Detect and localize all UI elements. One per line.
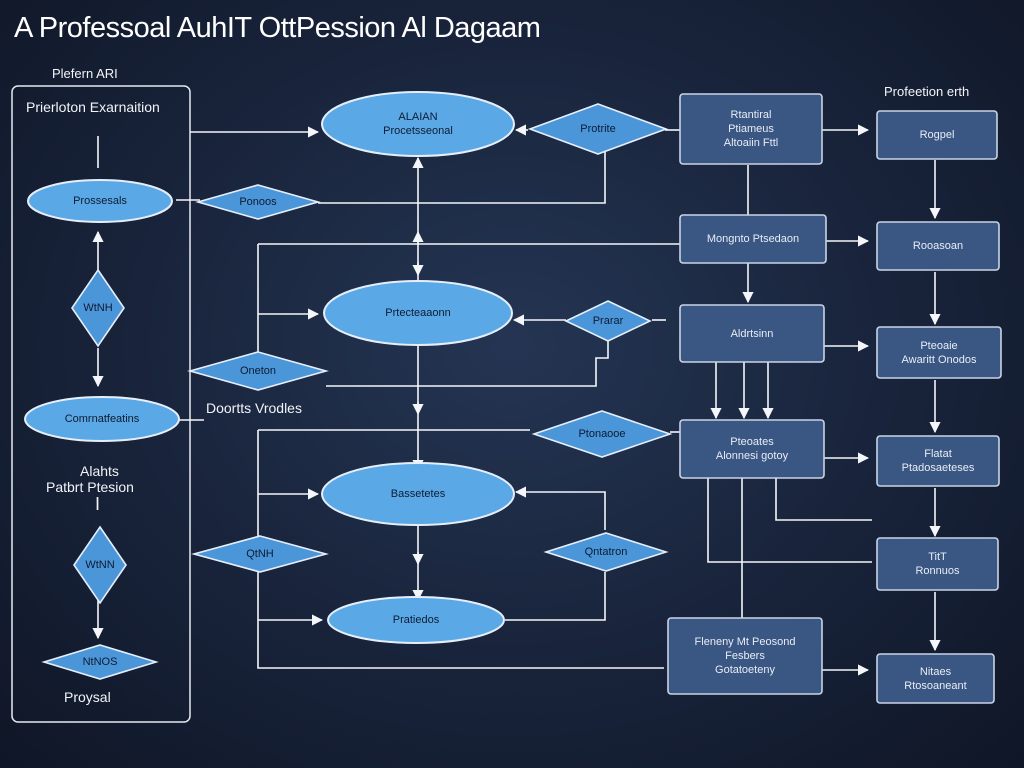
connector: [514, 486, 606, 530]
connector: [318, 152, 606, 204]
left-middle-label-c: I: [95, 494, 101, 514]
diamond-node[interactable]: [71, 268, 125, 348]
ellipse-node[interactable]: [321, 462, 515, 526]
connector: [257, 430, 664, 669]
diamond-node[interactable]: [190, 535, 330, 573]
connector: [326, 340, 609, 387]
left-panel-top-label: Plefern ARI: [52, 66, 118, 81]
left-panel-header: Prierloton Exarnaition: [26, 99, 160, 115]
result-box[interactable]: [876, 221, 1000, 271]
connector: [707, 478, 872, 563]
process-box[interactable]: [679, 304, 825, 363]
result-box[interactable]: [876, 653, 995, 704]
right-top-label: Profeetion erth: [884, 84, 970, 99]
left-bottom-label: Proysal: [64, 689, 111, 705]
left-panel: [11, 85, 191, 723]
diamond-node[interactable]: [564, 300, 652, 342]
process-box[interactable]: [667, 617, 823, 695]
process-box[interactable]: [679, 93, 823, 165]
diamond-node[interactable]: [527, 103, 669, 155]
diamond-node[interactable]: [187, 351, 329, 391]
diamond-node[interactable]: [195, 184, 321, 220]
diamond-node[interactable]: [543, 532, 669, 572]
left-middle-label-b: Patbrt Ptesion: [46, 479, 134, 495]
ellipse-node[interactable]: [321, 91, 515, 157]
middle-label: Doortts Vrodles: [206, 400, 302, 416]
diamond-node[interactable]: [531, 410, 673, 458]
result-box[interactable]: [876, 326, 1002, 379]
ellipse-node[interactable]: [24, 396, 180, 442]
result-box[interactable]: [876, 435, 1000, 487]
connector: [775, 478, 872, 521]
result-box[interactable]: [876, 537, 999, 591]
result-box[interactable]: [876, 110, 998, 160]
ellipse-node[interactable]: [327, 596, 505, 644]
process-box[interactable]: [679, 214, 827, 264]
process-box[interactable]: [679, 419, 825, 479]
ellipse-node[interactable]: [27, 179, 173, 223]
diamond-node[interactable]: [73, 525, 127, 605]
connector: [505, 572, 606, 621]
ellipse-node[interactable]: [323, 280, 513, 346]
left-middle-label-a: Alahts: [80, 463, 119, 479]
diamond-node[interactable]: [41, 644, 159, 680]
diagram-title: A Professoal AuhIT OttPession Al Dagaam: [14, 12, 541, 44]
